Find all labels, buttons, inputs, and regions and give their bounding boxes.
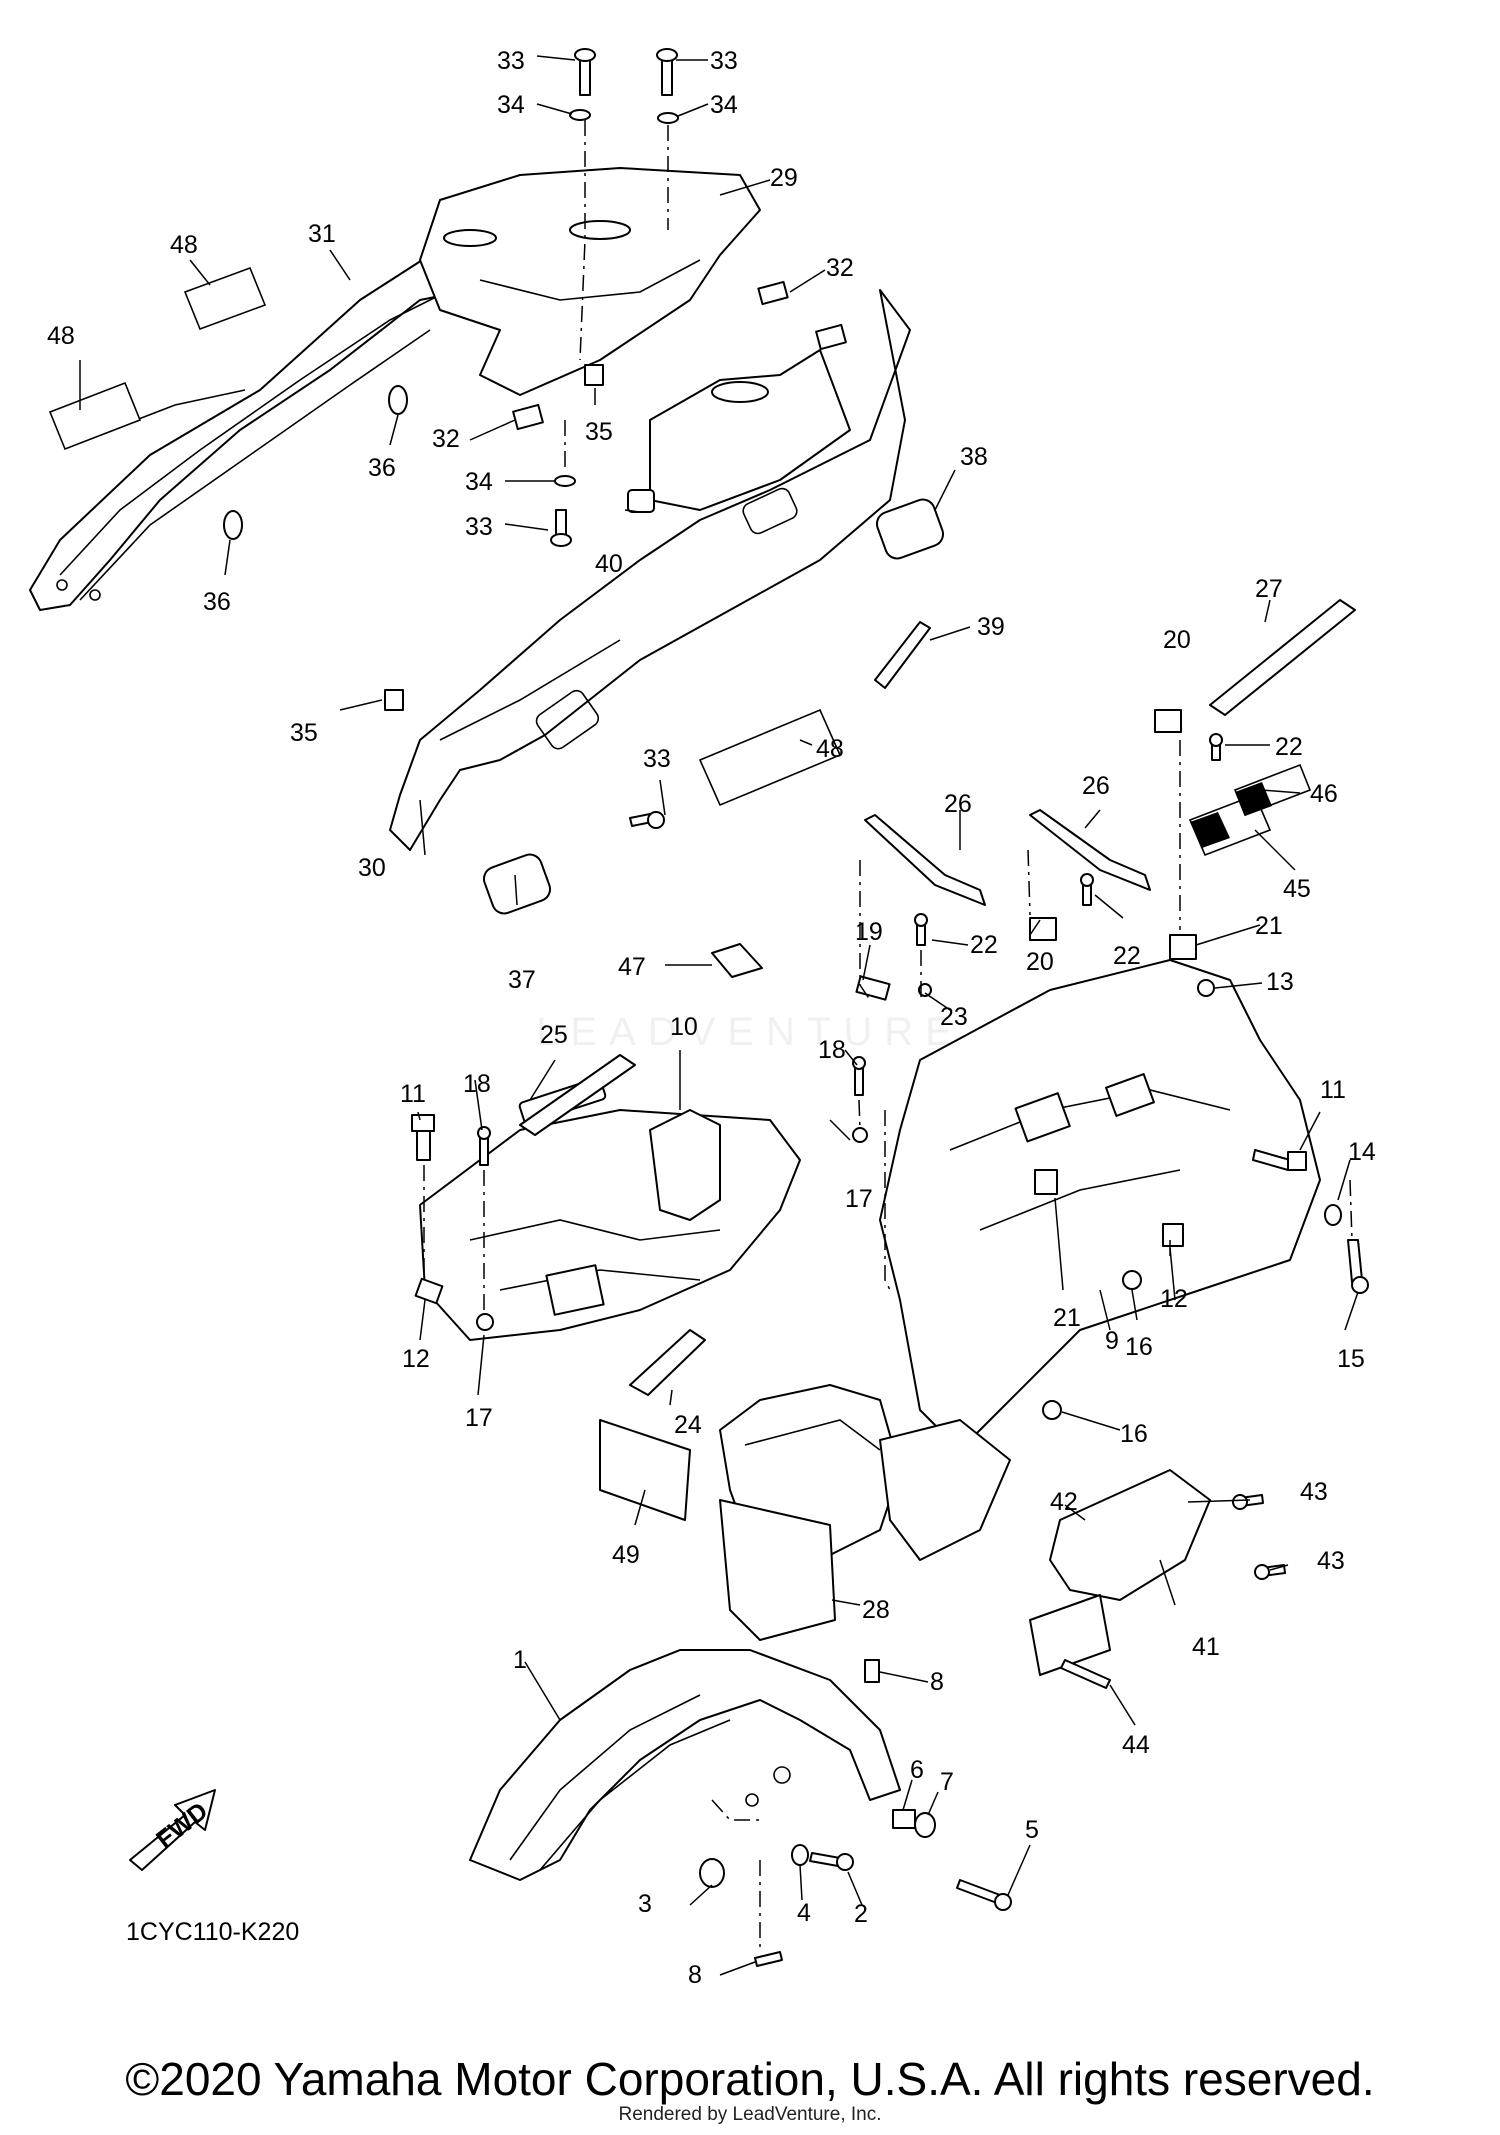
plate-part [599,1419,691,1521]
callout-30: 30 [358,854,386,882]
callout-14: 14 [1348,1138,1376,1166]
mud-flap-part [719,1499,836,1641]
callout-17: 17 [845,1185,873,1213]
callout-2: 2 [854,1900,868,1928]
callout-11: 11 [400,1080,426,1108]
callout-20: 20 [1026,948,1054,976]
battery-box-part [419,1077,801,1341]
callout-22: 22 [1275,733,1303,761]
callout-33: 33 [643,745,671,773]
rendered-by-footer: Rendered by LeadVenture, Inc. [618,2104,882,2125]
callout-5: 5 [1025,1816,1039,1844]
callout-36: 36 [203,588,231,616]
assembly-lines [423,120,1353,1950]
hardware-items [223,48,1369,1967]
callout-12: 12 [402,1345,430,1373]
callout-24: 24 [674,1411,702,1439]
callout-39: 39 [977,613,1005,641]
copyright-footer: ©2020 Yamaha Motor Corporation, U.S.A. A… [125,2053,1375,2105]
callout-49: 49 [612,1541,640,1569]
callout-43: 43 [1317,1547,1345,1575]
callout-35: 35 [585,418,613,446]
callout-34: 34 [497,91,525,119]
watermark: LEADVENTURE [536,1010,964,1054]
label-sheets [48,266,1312,857]
callout-45: 45 [1283,875,1311,903]
leader-lines [79,55,1359,1976]
side-cowl-right-part [389,289,911,851]
callout-20: 20 [1163,626,1191,654]
callout-18: 18 [818,1036,846,1064]
callout-33: 33 [465,513,493,541]
callout-26: 26 [1082,772,1110,800]
callout-11: 11 [1320,1076,1346,1104]
sticker-48c [698,708,842,807]
sticker-48b [48,381,142,451]
callout-8: 8 [930,1668,944,1696]
callout-44: 44 [1122,1731,1150,1759]
callout-42: 42 [1050,1488,1078,1516]
callout-32: 32 [826,254,854,282]
callout-48: 48 [816,735,844,763]
callout-16: 16 [1125,1333,1153,1361]
callout-3: 3 [638,1890,652,1918]
callout-34: 34 [710,91,738,119]
callout-33: 33 [710,47,738,75]
callout-32: 32 [432,425,460,453]
sticker-48a [183,266,267,331]
callout-47: 47 [618,953,646,981]
callout-1: 1 [513,1646,527,1674]
tail-light-bracket-part [1029,1469,1211,1676]
callout-26: 26 [944,790,972,818]
callout-numbers: 33 33 34 34 29 31 48 48 32 32 35 36 34 3… [47,47,1376,1989]
callout-8: 8 [688,1961,702,1989]
callout-34: 34 [465,468,493,496]
callout-15: 15 [1337,1345,1365,1373]
callout-38: 38 [960,443,988,471]
callout-17: 17 [465,1404,493,1432]
callout-46: 46 [1310,780,1338,808]
callout-28: 28 [862,1596,890,1624]
callout-16: 16 [1120,1420,1148,1448]
callout-37: 37 [508,966,536,994]
callout-29: 29 [770,164,798,192]
callout-43: 43 [1300,1478,1328,1506]
callout-36: 36 [368,454,396,482]
callout-22: 22 [1113,942,1141,970]
callout-27: 27 [1255,575,1283,603]
callout-18: 18 [463,1070,491,1098]
forward-arrow-icon: FWD [129,1789,216,1871]
callout-4: 4 [797,1899,811,1927]
callout-41: 41 [1192,1633,1220,1661]
callout-23: 23 [940,1003,968,1031]
callout-31: 31 [308,220,336,248]
front-fender-part [469,1649,901,1881]
callout-19: 19 [855,918,883,946]
callout-10: 10 [670,1013,698,1041]
rear-cover-part [419,167,761,396]
callout-21: 21 [1053,1304,1081,1332]
callout-13: 13 [1266,968,1294,996]
rear-fender-part [879,959,1321,1451]
callout-35: 35 [290,719,318,747]
callout-33: 33 [497,47,525,75]
callout-12: 12 [1160,1285,1188,1313]
callout-22: 22 [970,931,998,959]
diagram-code: 1CYC110-K220 [126,1918,299,1946]
callout-48: 48 [47,322,75,350]
callout-25: 25 [540,1021,568,1049]
callout-6: 6 [910,1756,924,1784]
callout-7: 7 [940,1768,954,1796]
callout-40: 40 [595,550,623,578]
callout-21: 21 [1255,912,1283,940]
callout-48: 48 [170,231,198,259]
callout-9: 9 [1105,1327,1119,1355]
